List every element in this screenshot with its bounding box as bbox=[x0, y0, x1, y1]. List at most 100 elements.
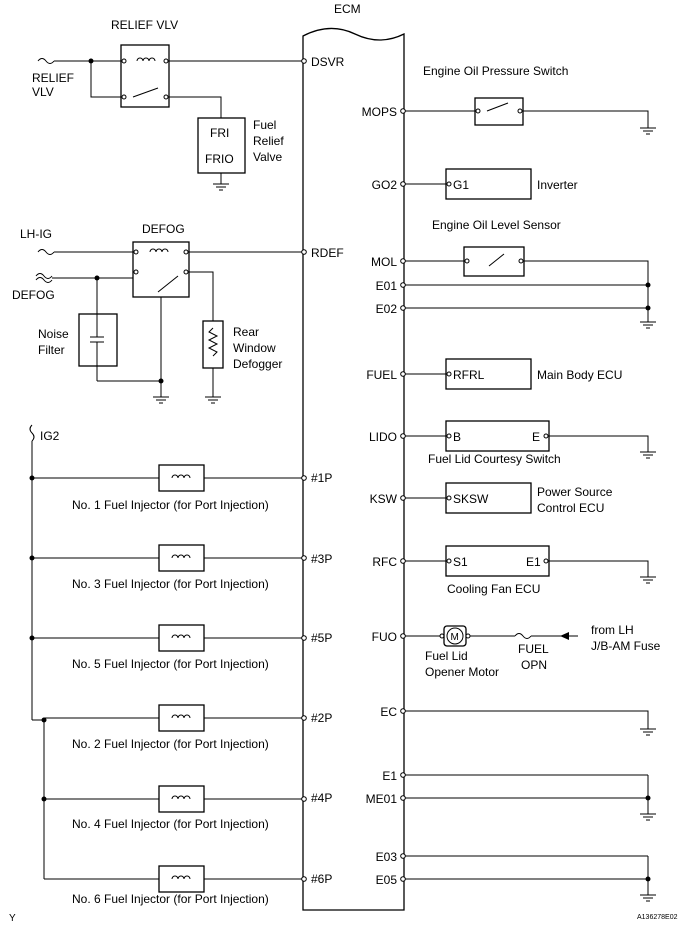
pin-fuo: FUO bbox=[372, 630, 397, 644]
noise-filter-label-2: Filter bbox=[38, 343, 65, 357]
valve-label-2: Relief bbox=[253, 134, 284, 148]
inverter-label: Inverter bbox=[537, 178, 578, 192]
ground-icon bbox=[205, 396, 221, 404]
valve-pin-fri: FRI bbox=[210, 126, 229, 140]
main-body-ecu-box bbox=[445, 358, 532, 390]
ground-icon bbox=[640, 813, 656, 821]
pin-go2: GO2 bbox=[372, 178, 398, 192]
ecm-title: ECM bbox=[334, 2, 361, 16]
motor-symbol: M bbox=[451, 632, 459, 643]
pin-mops: MOPS bbox=[362, 105, 397, 119]
injector-6 bbox=[158, 865, 205, 893]
courtesy-switch-box bbox=[445, 420, 550, 452]
defogger-label-3: Defogger bbox=[233, 357, 282, 371]
fuel-relief-valve bbox=[197, 117, 246, 174]
pin-mol: MOL bbox=[371, 255, 397, 269]
right-side-circuits: Engine Oil Pressure Switch G1 Inverter E… bbox=[404, 64, 661, 902]
valve-label-3: Valve bbox=[253, 150, 282, 164]
pin-me01: ME01 bbox=[366, 792, 398, 806]
power-source-label-1: Power Source bbox=[537, 485, 613, 499]
fuse-icon bbox=[37, 58, 55, 64]
noise-filter bbox=[78, 313, 118, 367]
coil-icon bbox=[171, 875, 191, 880]
relief-valve-circuit: RELIEF VLV RELIEF VLV FRI FRIO Fuel Reli… bbox=[32, 18, 303, 191]
ground-icon bbox=[640, 576, 656, 584]
valve-pin-frio: FRIO bbox=[205, 152, 234, 166]
power-source-pin-sksw: SKSW bbox=[453, 492, 489, 506]
ecm-left-pin-markers bbox=[301, 58, 307, 882]
pin-e1: E1 bbox=[382, 769, 397, 783]
from-fuse-label-2: J/B-AM Fuse bbox=[591, 639, 661, 653]
injector-6-label: No. 6 Fuel Injector (for Port Injection) bbox=[72, 892, 269, 906]
coil-icon bbox=[171, 474, 191, 479]
noise-filter-label-1: Noise bbox=[38, 327, 69, 341]
power-source-label-2: Control ECU bbox=[537, 501, 604, 515]
ecm-left-pins: DSVR RDEF #1P #3P #5P #2P #4P #6P bbox=[311, 55, 345, 886]
cooling-fan-ecu-box bbox=[445, 545, 550, 577]
defog-circuit: LH-IG DEFOG DEFOG Noise Filter bbox=[12, 222, 303, 404]
heater-icon bbox=[207, 327, 219, 357]
coil-icon bbox=[171, 554, 191, 559]
figure-code: A136278E02 bbox=[637, 914, 678, 921]
inverter-pin-g1: G1 bbox=[453, 178, 469, 192]
pin-1p: #1P bbox=[311, 471, 332, 485]
oil-pressure-switch-label: Engine Oil Pressure Switch bbox=[423, 64, 568, 78]
pin-e03: E03 bbox=[376, 850, 398, 864]
switch-icon bbox=[486, 102, 509, 112]
pin-lido: LIDO bbox=[369, 430, 397, 444]
cooling-pin-s1: S1 bbox=[453, 555, 468, 569]
fuse-fuel-opn-1: FUEL bbox=[518, 642, 549, 656]
injector-1-label: No. 1 Fuel Injector (for Port Injection) bbox=[72, 498, 269, 512]
pin-ksw: KSW bbox=[370, 492, 398, 506]
switch-icon bbox=[157, 275, 179, 293]
ground-icon bbox=[640, 894, 656, 902]
ground-icon bbox=[640, 127, 656, 135]
oil-level-sensor-label: Engine Oil Level Sensor bbox=[432, 218, 561, 232]
coil-icon bbox=[136, 57, 156, 62]
relief-source-label-2: VLV bbox=[32, 85, 54, 99]
courtesy-pin-e: E bbox=[532, 430, 540, 444]
ground-icon bbox=[213, 183, 229, 191]
relief-source-label-1: RELIEF bbox=[32, 71, 74, 85]
arrow-icon bbox=[560, 632, 569, 640]
coil-icon bbox=[149, 248, 169, 253]
pin-e02: E02 bbox=[376, 302, 398, 316]
valve-label-1: Fuel bbox=[253, 118, 276, 132]
injector-5 bbox=[158, 624, 205, 652]
from-fuse-label-1: from LH bbox=[591, 623, 634, 637]
injector-3 bbox=[158, 544, 205, 572]
defog-relay-box bbox=[132, 241, 190, 298]
injector-4-label: No. 4 Fuel Injector (for Port Injection) bbox=[72, 817, 269, 831]
pin-5p: #5P bbox=[311, 631, 332, 645]
ground-icon bbox=[153, 396, 169, 404]
pin-3p: #3P bbox=[311, 552, 332, 566]
switch-icon bbox=[132, 87, 159, 98]
lhig-label: LH-IG bbox=[20, 227, 52, 241]
oil-pressure-switch bbox=[474, 97, 524, 126]
fuse-icon bbox=[514, 633, 532, 639]
pin-e01: E01 bbox=[376, 279, 398, 293]
power-source-ecu-box bbox=[445, 482, 532, 514]
fuse-fuel-opn-2: OPN bbox=[521, 658, 547, 672]
relief-relay-box bbox=[120, 44, 170, 108]
ground-icon bbox=[640, 728, 656, 736]
ig2-label: IG2 bbox=[40, 429, 60, 443]
courtesy-switch-label: Fuel Lid Courtesy Switch bbox=[428, 452, 561, 466]
inverter-box bbox=[445, 168, 532, 200]
pin-6p: #6P bbox=[311, 872, 332, 886]
main-body-ecu-label: Main Body ECU bbox=[537, 368, 622, 382]
injector-2-label: No. 2 Fuel Injector (for Port Injection) bbox=[72, 737, 269, 751]
fuse-icon bbox=[37, 249, 55, 255]
ground-icon bbox=[640, 451, 656, 459]
injector-1 bbox=[158, 464, 205, 492]
injector-circuit: IG2 No. 1 Fuel Injector (for Port Inject… bbox=[29, 424, 303, 906]
defogger-label-2: Window bbox=[233, 341, 276, 355]
relief-relay-title: RELIEF VLV bbox=[111, 18, 178, 32]
fuse-icon bbox=[35, 273, 53, 283]
injector-2 bbox=[158, 704, 205, 732]
ecm-right-pin-markers bbox=[400, 108, 406, 882]
pin-rdef: RDEF bbox=[311, 246, 344, 260]
cooling-pin-e1: E1 bbox=[526, 555, 541, 569]
injector-3-label: No. 3 Fuel Injector (for Port Injection) bbox=[72, 577, 269, 591]
